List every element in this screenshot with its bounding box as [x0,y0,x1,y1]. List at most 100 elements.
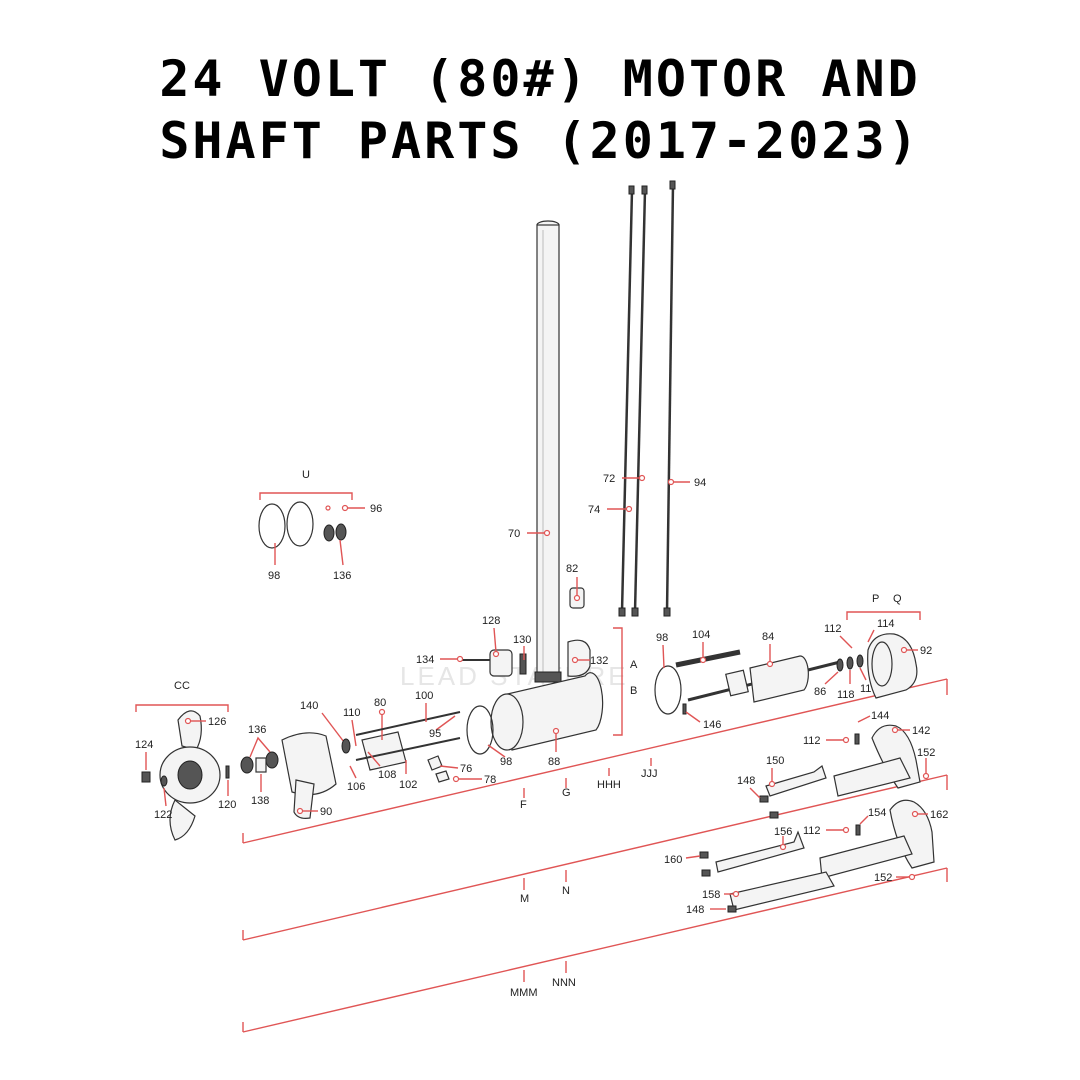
label-112c: 112 [803,825,821,837]
label-72: 72 [603,473,615,485]
label-140: 140 [300,700,318,712]
armature-part-84 [749,655,809,703]
clip-part-78 [435,770,450,783]
leader-160 [685,855,701,859]
label-78: 78 [484,774,496,786]
label-136b: 136 [248,724,266,736]
label-90: 90 [320,806,332,818]
dot-84 [766,660,774,668]
screw-part-148a-2 [769,811,779,819]
label-112a: 112 [824,623,842,635]
label-MMM: MMM [510,987,538,999]
leader-128 [493,627,497,653]
prop-blade-part-126 [177,710,202,751]
label-70: 70 [508,528,520,540]
baseline-1 [242,678,948,844]
o-ring-part [258,503,286,549]
label-120: 120 [218,799,236,811]
label-B: B [630,685,637,697]
dot-82 [573,594,581,602]
prop-blade-lower [169,799,196,841]
o-ring-part-2 [286,501,314,547]
label-110: 110 [343,707,361,719]
dot-88 [552,727,560,735]
leader-98c [487,744,506,758]
leader-154 [859,815,869,825]
label-108: 108 [378,769,396,781]
label-136a: 136 [333,570,351,582]
screw-part-154 [855,824,861,836]
label-142: 142 [912,725,930,737]
dot-94 [667,478,675,486]
bearing-part-2 [335,523,347,541]
label-150: 150 [766,755,784,767]
baseline-3 [242,867,948,1033]
bearing-part-136c [265,751,279,769]
dot-128 [492,650,500,658]
leader-112a [839,635,853,649]
cable-end-1 [628,185,635,195]
clamp-bolt-part [519,653,527,675]
label-76: 76 [460,763,472,775]
cable-part-72 [633,189,647,613]
dot-74 [625,505,633,513]
washer-part-122 [160,775,168,787]
label-P: P [872,593,879,605]
bracket-U [259,492,353,500]
bolt-part-100 [355,711,461,736]
dot-132 [571,656,579,664]
leader-98b [662,644,665,669]
title-line-1: 24 VOLT (80#) MOTOR AND [159,50,921,108]
washer-part-116 [856,654,864,668]
label-126: 126 [208,716,226,728]
bolt-part-100b [355,737,461,761]
label-118: 118 [837,689,855,701]
housing-end-part [490,693,524,751]
label-74: 74 [588,504,600,516]
motor-housing-part [502,672,604,751]
dot-126 [184,717,192,725]
brush-strip-part-104 [675,649,741,668]
label-152a: 152 [917,747,935,759]
label-U: U [302,469,310,481]
end-cap-face [871,641,893,687]
label-95: 95 [429,728,441,740]
leader-144 [857,715,871,723]
bracket-part-150 [765,765,827,797]
label-82: 82 [566,563,578,575]
cable-end-2 [641,185,648,195]
pin-part [325,505,331,511]
leader-114 [867,629,875,643]
screw-part-160 [699,851,709,859]
label-144: 144 [871,710,889,722]
arm-part-152-rear [833,757,911,797]
dot-70 [543,529,551,537]
o-ring-part-98b [654,665,682,715]
label-F: F [520,799,527,811]
cable-part-94 [665,183,675,613]
bracket-AB [613,627,623,736]
label-M: M [520,893,529,905]
label-154: 154 [868,807,886,819]
washer-part-86 [836,658,844,672]
label-CC: CC [174,680,190,692]
arm-part-rear-3 [819,835,913,879]
leader-106 [349,765,357,779]
leader-136a [339,539,344,566]
label-86: 86 [814,686,826,698]
baseline-2 [242,774,948,941]
label-84: 84 [762,631,774,643]
label-94: 94 [694,477,706,489]
label-98b: 98 [656,632,668,644]
leader-95 [435,715,456,731]
bearing-part-136b [240,756,254,774]
dot-162 [911,810,919,818]
screw-part-148b [727,905,737,913]
leader-110 [351,719,357,747]
label-148b: 148 [686,904,704,916]
label-100: 100 [415,690,433,702]
leader-146 [685,711,701,723]
label-104: 104 [692,629,710,641]
dot-92 [900,646,908,654]
dot-78 [452,775,460,783]
